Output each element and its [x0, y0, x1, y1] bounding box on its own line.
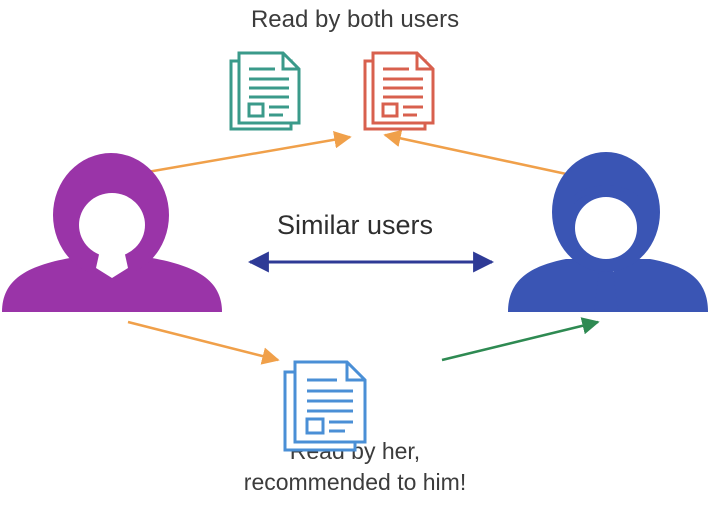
doc-to-man-recommendation-arrow — [441, 317, 600, 362]
man-user-icon — [508, 152, 708, 312]
woman-to-shared-docs-arrow — [129, 131, 352, 177]
woman-user-icon — [2, 153, 222, 312]
similar-users-caption: Similar users — [276, 210, 434, 240]
man-to-shared-docs-arrow — [383, 129, 586, 180]
document-icon — [363, 51, 435, 131]
document-icon — [229, 51, 301, 131]
read-by-both-caption: Read by both users — [250, 6, 460, 33]
document-icon — [283, 360, 367, 452]
woman-to-recommended-doc-arrow — [127, 320, 280, 365]
recommendation-caption-line-2: recommended to him! — [243, 469, 467, 495]
